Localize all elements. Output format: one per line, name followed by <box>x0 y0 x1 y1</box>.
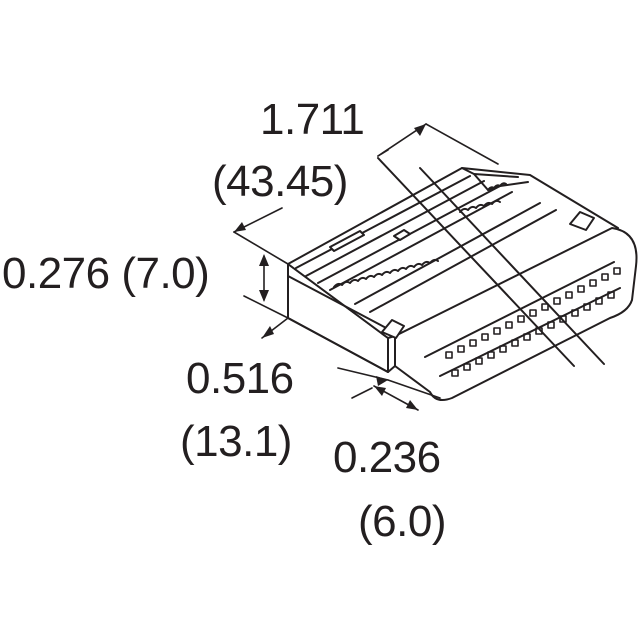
break-lines <box>377 157 605 367</box>
width-mm-label: (13.1) <box>180 417 292 466</box>
width-inch-label: 0.516 <box>186 354 294 403</box>
length-dimension-line <box>377 123 499 165</box>
width-dimension-line <box>261 317 389 386</box>
height-dimension-line <box>233 207 289 319</box>
connector-latch-features <box>329 211 595 339</box>
strain-relief-waves <box>333 182 507 288</box>
contact-windows <box>445 267 621 377</box>
height-label: 0.276 (7.0) <box>2 249 210 298</box>
length-mm-label: (43.45) <box>212 157 348 206</box>
length-inch-label: 1.711 <box>260 95 365 144</box>
lip-inch-label: 0.236 <box>333 433 441 482</box>
lip-mm-label: (6.0) <box>358 497 446 546</box>
lip-dimension-line <box>351 379 441 411</box>
